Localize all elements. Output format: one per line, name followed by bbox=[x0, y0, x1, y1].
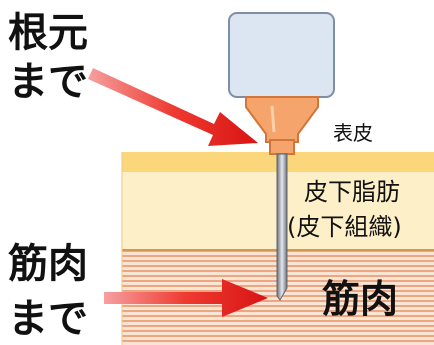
needle-base bbox=[269, 139, 295, 155]
arrow-to-muscle bbox=[104, 279, 268, 317]
label-base-line2: まで bbox=[8, 59, 88, 105]
label-muscle-line1: 筋肉 bbox=[8, 241, 88, 287]
hub-highlight bbox=[270, 105, 276, 133]
needle-hub bbox=[245, 96, 319, 143]
syringe-body bbox=[228, 12, 335, 98]
label-epidermis: 表皮 bbox=[333, 121, 373, 145]
label-muscle-layer: 筋肉 bbox=[322, 277, 398, 321]
label-base-line1: 根元 bbox=[8, 10, 88, 56]
arrow-to-base bbox=[88, 68, 258, 146]
needle-shaft bbox=[276, 153, 288, 301]
label-muscle-line2: まで bbox=[8, 296, 88, 342]
label-subcutaneous-line2: (皮下組織) bbox=[287, 213, 402, 241]
label-subcutaneous-line1: 皮下脂肪 bbox=[304, 178, 400, 206]
